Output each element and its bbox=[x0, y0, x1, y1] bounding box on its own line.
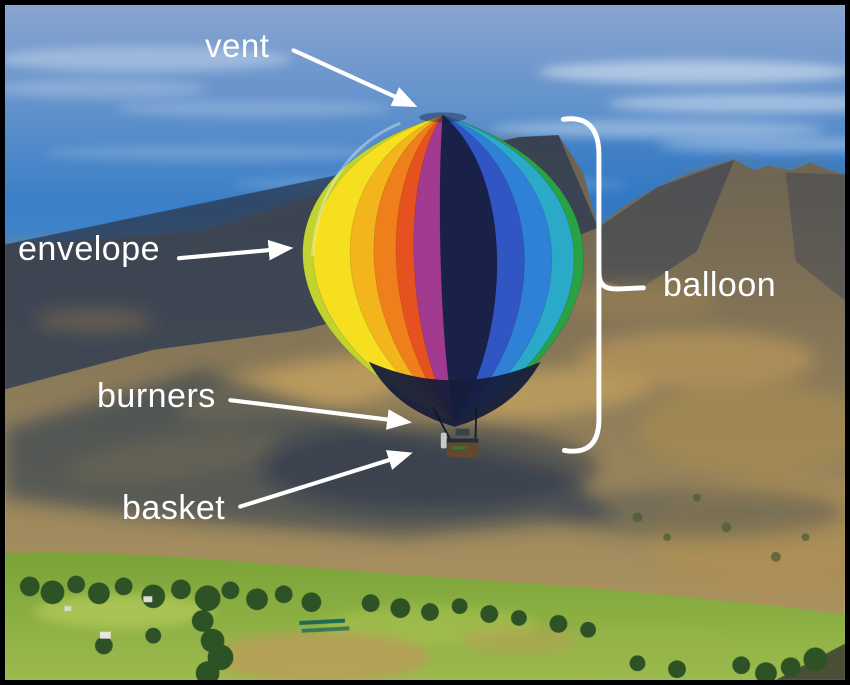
basket-body bbox=[446, 442, 479, 458]
balloon-brace bbox=[560, 116, 602, 454]
burner-frame bbox=[455, 428, 470, 436]
envelope-arrow bbox=[176, 239, 294, 261]
label-envelope: envelope bbox=[18, 230, 161, 268]
basket-rim bbox=[446, 438, 479, 445]
envelope-rim-highlight bbox=[310, 121, 401, 257]
annotations bbox=[176, 48, 646, 509]
skirt bbox=[368, 361, 541, 427]
propane-tank bbox=[440, 432, 447, 449]
scrub-dots bbox=[632, 493, 810, 562]
houses bbox=[64, 596, 153, 639]
mountain-shadow-far-right bbox=[785, 172, 845, 301]
mountain-shadow-right bbox=[597, 159, 735, 291]
balloon bbox=[302, 112, 585, 424]
field-patches bbox=[34, 593, 737, 680]
vent-crown bbox=[419, 112, 467, 123]
trees bbox=[19, 575, 828, 680]
suspension-line-right bbox=[474, 407, 478, 443]
vent-arrow bbox=[291, 48, 418, 107]
label-burners: burners bbox=[97, 377, 216, 415]
valley bbox=[5, 552, 845, 680]
label-basket: basket bbox=[122, 489, 226, 527]
burners-arrow bbox=[228, 398, 412, 430]
slope-shadows bbox=[5, 369, 845, 538]
crop-rows bbox=[299, 618, 350, 633]
balloon-photo-scene bbox=[5, 5, 845, 680]
label-vent: vent bbox=[205, 27, 270, 64]
suspension-line-left bbox=[432, 406, 453, 443]
basket-stripe bbox=[451, 446, 466, 450]
balloon-gondola bbox=[368, 361, 541, 458]
clouds bbox=[5, 46, 845, 194]
label-balloon: balloon bbox=[663, 266, 777, 304]
mountains bbox=[5, 134, 845, 680]
balloon-brace-pointer bbox=[596, 272, 646, 292]
basket-arrow bbox=[238, 450, 413, 509]
